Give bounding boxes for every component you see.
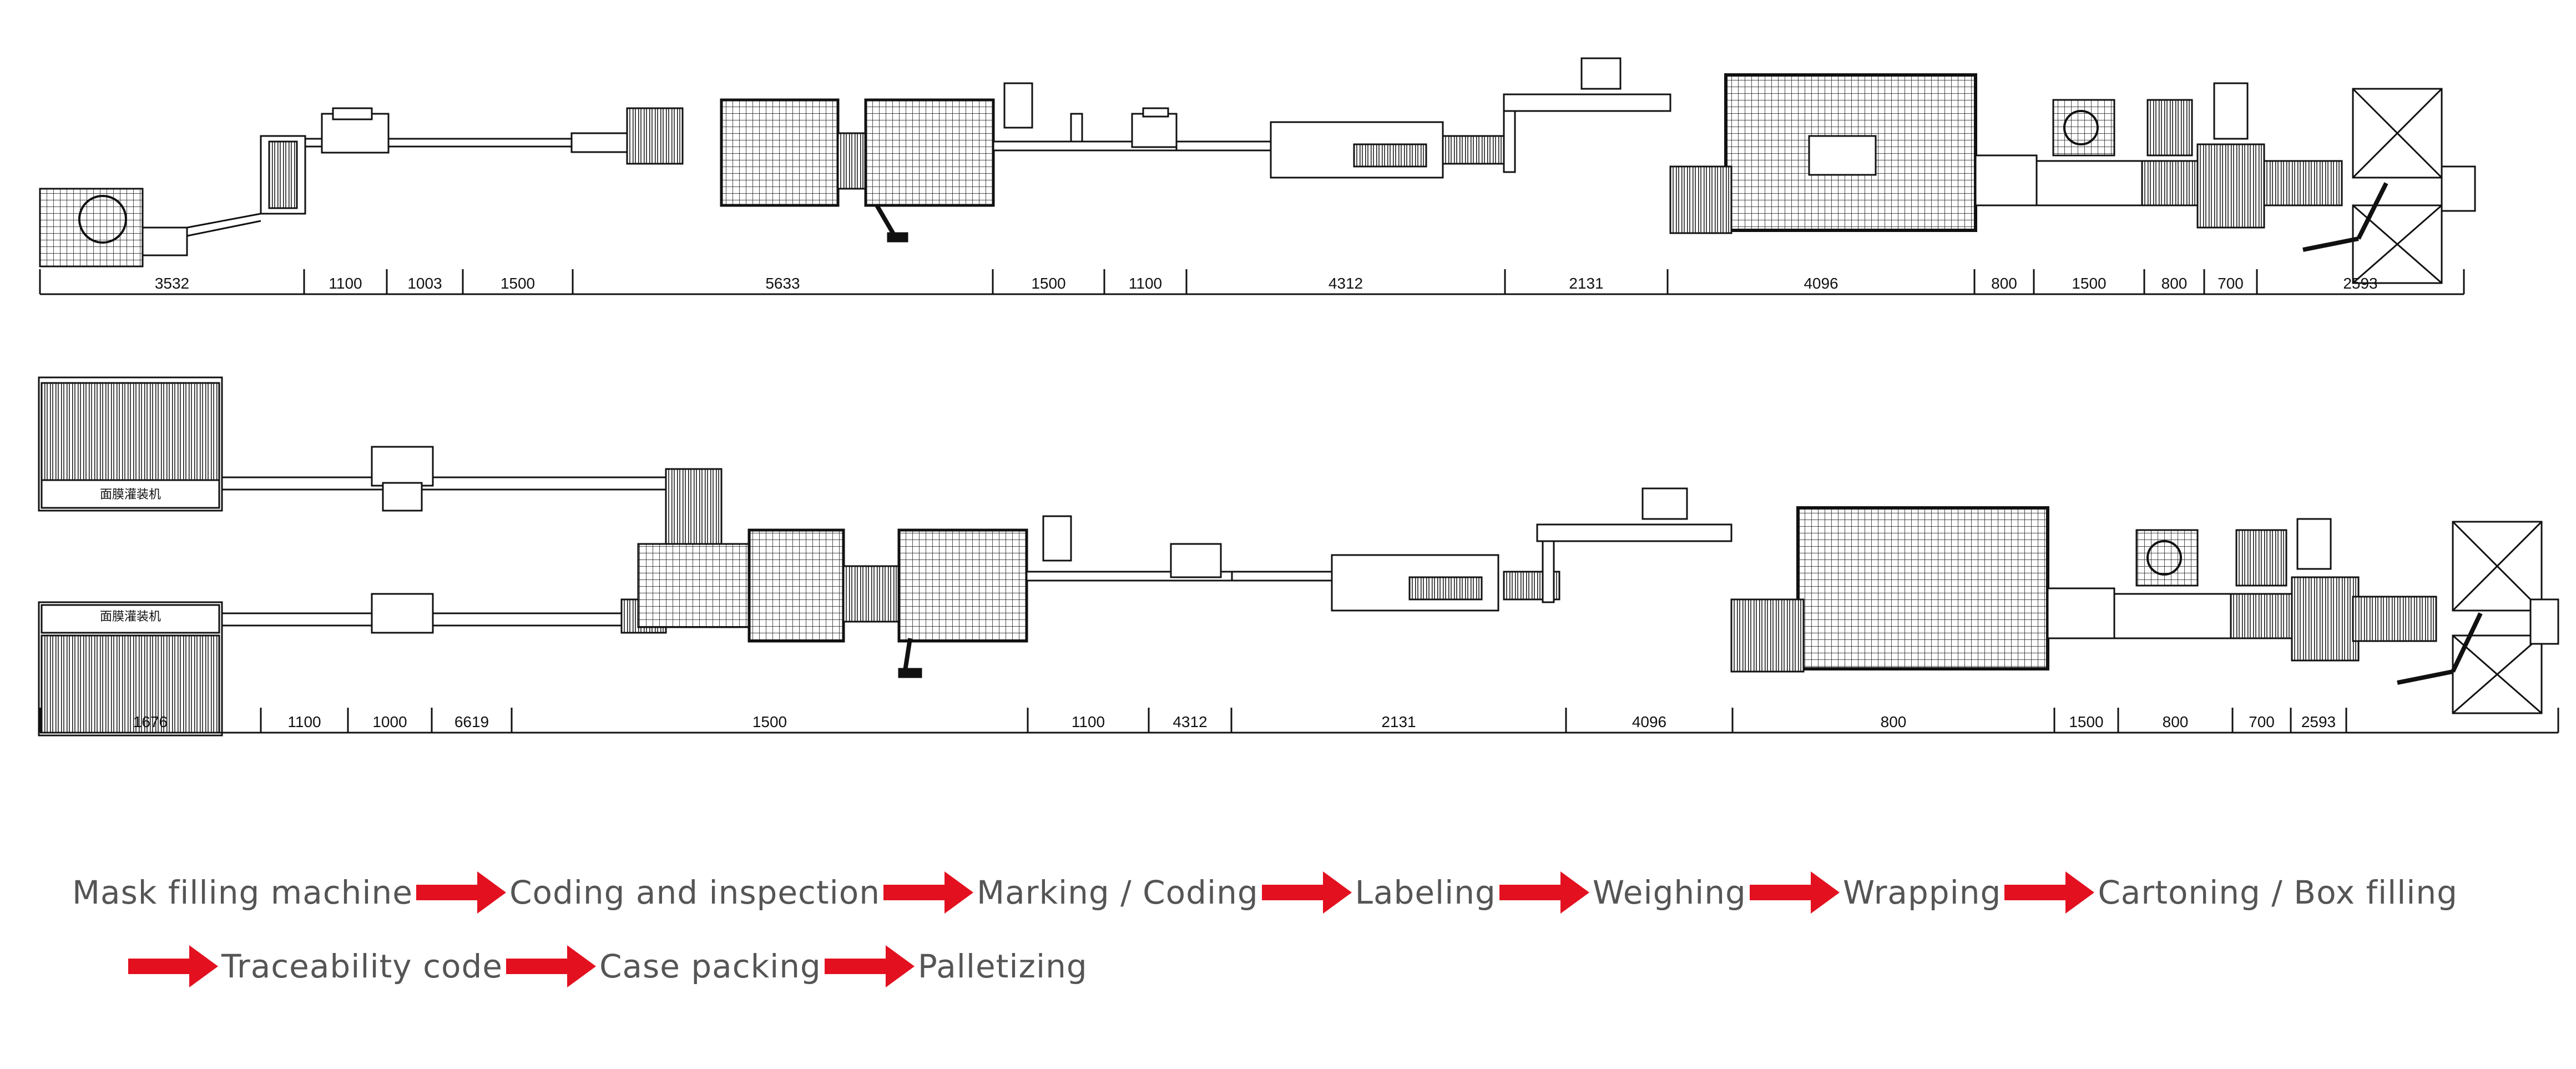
- flow-step-label: Cartoning / Box filling: [2098, 874, 2458, 911]
- dimension-label: 4096: [1632, 713, 1666, 730]
- line-1-drawing: [39, 57, 2476, 284]
- flow-step-label: Labeling: [1355, 874, 1496, 911]
- dimension-label: 1676: [133, 713, 168, 730]
- flow-arrow-icon: [416, 871, 506, 914]
- line-2-dimensions: 1676 1100 1000 6619 1500 1100 4312 2131 4096 800 1…: [39, 708, 2559, 733]
- flow-arrow-icon: [1261, 871, 1352, 914]
- dimension-label: 3532: [155, 275, 189, 292]
- dimension-label: 4312: [1173, 713, 1207, 730]
- dimension-label: 4312: [1329, 275, 1363, 292]
- flow-step-label: Coding and inspection: [509, 874, 881, 911]
- line-2-machine-label-top: 面膜灌装机: [100, 488, 161, 502]
- dimension-label: 700: [2249, 713, 2275, 730]
- dimension-label: 1500: [1031, 275, 1065, 292]
- flow-step-label: Wrapping: [1842, 874, 2002, 911]
- dimension-label: 1000: [372, 713, 407, 730]
- line-1-dimensions: 3532 1100 1003 1500 5633 1500 1100 4312 2131 4096…: [39, 269, 2465, 294]
- dimension-label: 800: [2161, 275, 2188, 292]
- flow-arrow-icon: [1499, 871, 1589, 914]
- flow-arrow-icon: [128, 945, 218, 987]
- dimension-label: 6619: [454, 713, 489, 730]
- flow-step-label: Palletizing: [917, 947, 1088, 985]
- flow-arrow-icon: [506, 945, 596, 987]
- flow-arrow-icon: [1749, 871, 1840, 914]
- process-flow-row-2: Traceability code Case packing Palletizing: [125, 941, 1088, 991]
- flow-arrow-icon: [883, 871, 974, 914]
- dimension-label: 2593: [2301, 713, 2336, 730]
- dimension-label: 1003: [407, 275, 442, 292]
- dimension-label: 1500: [2072, 275, 2106, 292]
- flow-step-label: Mask filling machine: [72, 874, 413, 911]
- dimension-label: 700: [2218, 275, 2244, 292]
- flow-arrow-icon: [2004, 871, 2095, 914]
- dimension-label: 1100: [329, 275, 362, 292]
- line-2-inspection-unit: [747, 528, 845, 643]
- dimension-label: 1500: [501, 275, 535, 292]
- dimension-label: 1100: [287, 713, 321, 730]
- dimension-label: 800: [1881, 713, 1907, 730]
- flow-step-label: Weighing: [1592, 874, 1746, 911]
- dimension-label: 2593: [2343, 275, 2377, 292]
- flow-step-label: Traceability code: [221, 947, 503, 985]
- dimension-label: 1500: [752, 713, 787, 730]
- line-1-inspection-unit: [720, 98, 840, 207]
- line-2-machine-label-bottom: 面膜灌装机: [100, 610, 161, 624]
- dimension-label: 1100: [1072, 713, 1105, 730]
- dimension-label: 800: [2163, 713, 2189, 730]
- line-2-drawing: [38, 376, 2559, 737]
- dimension-label: 1100: [1129, 275, 1162, 292]
- flow-step-label: Marking / Coding: [977, 874, 1259, 911]
- dimension-label: 4096: [1804, 275, 1838, 292]
- process-flow-row-1: Mask filling machine Coding and inspectio…: [72, 868, 2458, 917]
- dimension-label: 5633: [765, 275, 800, 292]
- dimension-label: 800: [1991, 275, 2017, 292]
- line-2-wrapping-machine: [1796, 506, 2049, 670]
- line-1-filling-machine: [39, 188, 144, 268]
- dimension-label: 1500: [2069, 713, 2103, 730]
- flow-arrow-icon: [824, 945, 915, 987]
- dimension-label: 2131: [1381, 713, 1416, 730]
- dimension-label: 2131: [1569, 275, 1603, 292]
- flow-step-label: Case packing: [599, 947, 821, 985]
